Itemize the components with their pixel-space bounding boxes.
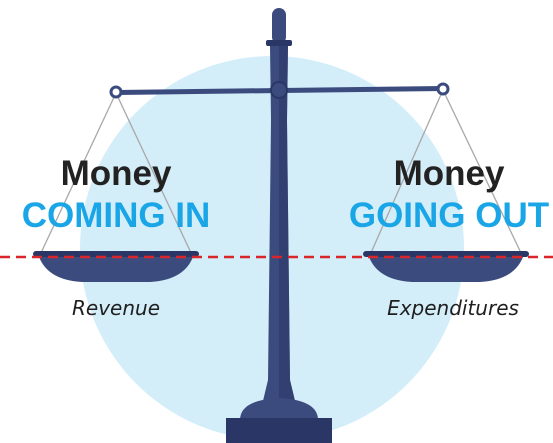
left-pan-strings: [39, 92, 193, 256]
pivot-joint: [270, 81, 288, 99]
right-pan-title: Money: [393, 154, 505, 193]
right-pan-subtitle: GOING OUT: [348, 196, 550, 235]
right-pan-caption: Expenditures: [387, 296, 519, 320]
right-pan-strings: [369, 89, 523, 256]
scale-base-dome: [240, 398, 318, 420]
left-pan: [33, 251, 199, 282]
left-pan-subtitle: COMING IN: [21, 196, 211, 235]
scale-base: [226, 418, 332, 443]
left-pan-caption: Revenue: [72, 296, 160, 320]
left-hook-ring: [109, 85, 123, 99]
left-pan-title: Money: [60, 154, 172, 193]
right-pan: [363, 251, 529, 282]
pillar-finial: [272, 8, 286, 44]
pillar-collar: [266, 40, 292, 46]
pillar-shadow: [279, 46, 296, 405]
right-hook-ring: [436, 82, 450, 96]
